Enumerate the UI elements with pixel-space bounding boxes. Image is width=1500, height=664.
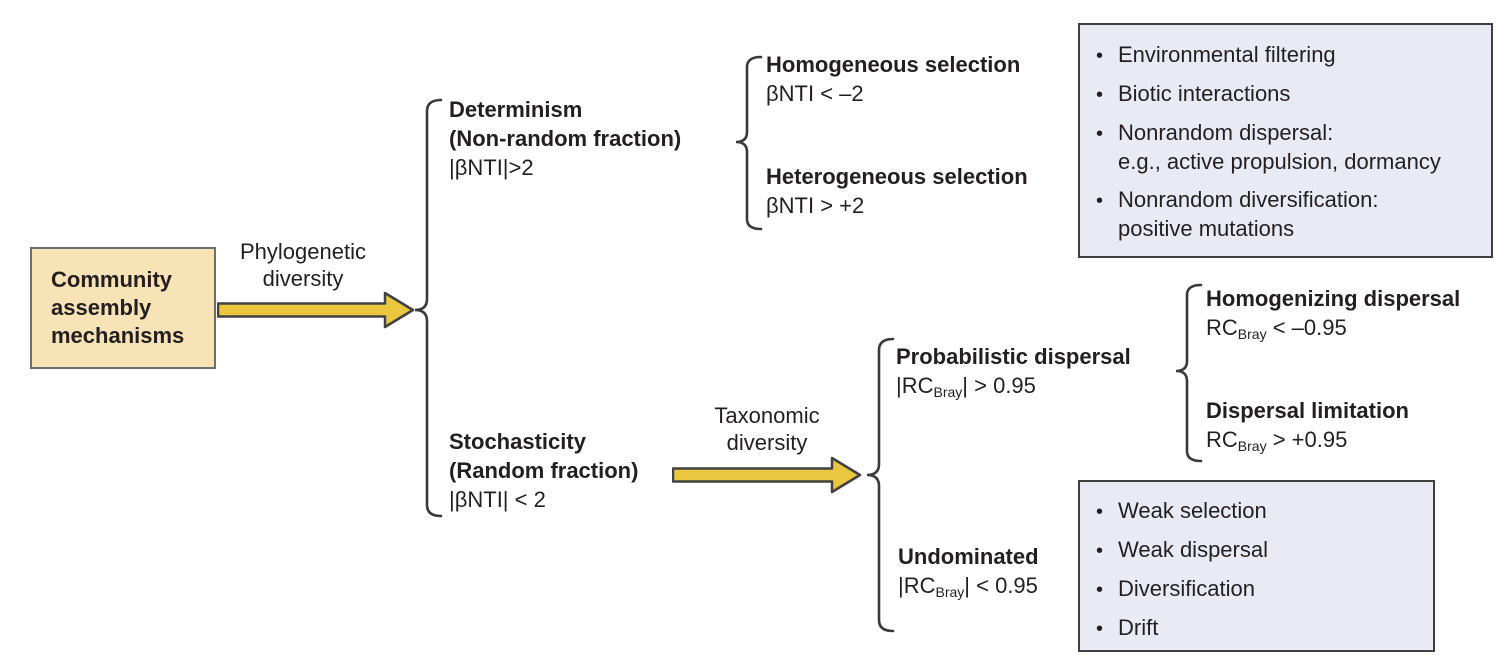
homogeneous-selection-criterion: βNTI < –2: [766, 81, 864, 106]
node-determinism: Determinism (Non-random fraction) |βNTI|…: [449, 95, 681, 182]
node-dispersal-limitation: Dispersal limitation RCBray > +0.95: [1206, 396, 1409, 461]
brace-probabilistic-undominated: [866, 337, 895, 633]
taxonomic-arrow-icon: [672, 456, 862, 494]
brace-determinism-stochasticity: [414, 98, 443, 518]
stochasticity-subtitle: (Random fraction): [449, 458, 639, 483]
homogenizing-dispersal-criterion: RCBray < –0.95: [1206, 315, 1347, 342]
bullet-icon: •: [1096, 540, 1104, 562]
list-item: • Weak selection: [1096, 497, 1421, 526]
homogeneous-selection-title: Homogeneous selection: [766, 52, 1021, 77]
brace-selection-types: [735, 55, 763, 231]
list-item: • Weak dispersal: [1096, 536, 1421, 565]
list-item: • Drift: [1096, 614, 1421, 643]
bullet-icon: •: [1096, 618, 1104, 640]
phylogenetic-arrow-icon: [217, 291, 415, 329]
undominated-criterion: |RCBray| < 0.95: [898, 573, 1038, 600]
node-probabilistic-dispersal: Probabilistic dispersal |RCBray| > 0.95: [896, 342, 1131, 407]
root-box-community-assembly: Community assembly mechanisms: [30, 247, 216, 369]
node-heterogeneous-selection: Heterogeneous selection βNTI > +2: [766, 162, 1028, 220]
list-item: • Environmental filtering: [1096, 41, 1479, 70]
probabilistic-dispersal-title: Probabilistic dispersal: [896, 344, 1131, 369]
taxonomic-diversity-label: Taxonomic diversity: [714, 403, 820, 455]
heterogeneous-selection-criterion: βNTI > +2: [766, 193, 865, 218]
list-item: • Nonrandom diversification: positive mu…: [1096, 187, 1379, 241]
bullet-icon: •: [1096, 579, 1104, 601]
node-stochasticity: Stochasticity (Random fraction) |βNTI| <…: [449, 427, 638, 514]
node-homogenizing-dispersal: Homogenizing dispersal RCBray < –0.95: [1206, 284, 1460, 349]
info-box-undominated-mechanisms: • Weak selection • Weak dispersal • Dive…: [1078, 480, 1435, 652]
probabilistic-dispersal-criterion: |RCBray| > 0.95: [896, 373, 1036, 400]
bullet-icon: •: [1096, 190, 1104, 212]
heterogeneous-selection-title: Heterogeneous selection: [766, 164, 1028, 189]
stochasticity-title: Stochasticity: [449, 429, 586, 454]
node-homogeneous-selection: Homogeneous selection βNTI < –2: [766, 50, 1020, 108]
root-box-line: assembly: [51, 295, 152, 320]
bullet-icon: •: [1096, 45, 1104, 67]
list-item: • Nonrandom dispersal: e.g., active prop…: [1096, 120, 1441, 174]
info-box-selection-mechanisms: • Environmental filtering • Biotic inter…: [1078, 23, 1493, 258]
bullet-icon: •: [1096, 123, 1104, 145]
determinism-subtitle: (Non-random fraction): [449, 126, 682, 151]
brace-dispersal-types: [1175, 283, 1203, 463]
dispersal-limitation-criterion: RCBray > +0.95: [1206, 427, 1348, 454]
list-item: • Diversification: [1096, 575, 1421, 604]
determinism-criterion: |βNTI|>2: [449, 155, 534, 180]
determinism-title: Determinism: [449, 97, 583, 122]
root-box-line: mechanisms: [51, 323, 185, 348]
stochasticity-criterion: |βNTI| < 2: [449, 487, 546, 512]
node-undominated: Undominated |RCBray| < 0.95: [898, 542, 1039, 607]
bullet-icon: •: [1096, 501, 1104, 523]
undominated-title: Undominated: [898, 544, 1039, 569]
dispersal-limitation-title: Dispersal limitation: [1206, 398, 1409, 423]
bullet-icon: •: [1096, 84, 1104, 106]
homogenizing-dispersal-title: Homogenizing dispersal: [1206, 286, 1461, 311]
root-box-line: Community: [51, 267, 172, 292]
phylogenetic-diversity-label: Phylogenetic diversity: [240, 239, 366, 291]
list-item: • Biotic interactions: [1096, 80, 1479, 109]
